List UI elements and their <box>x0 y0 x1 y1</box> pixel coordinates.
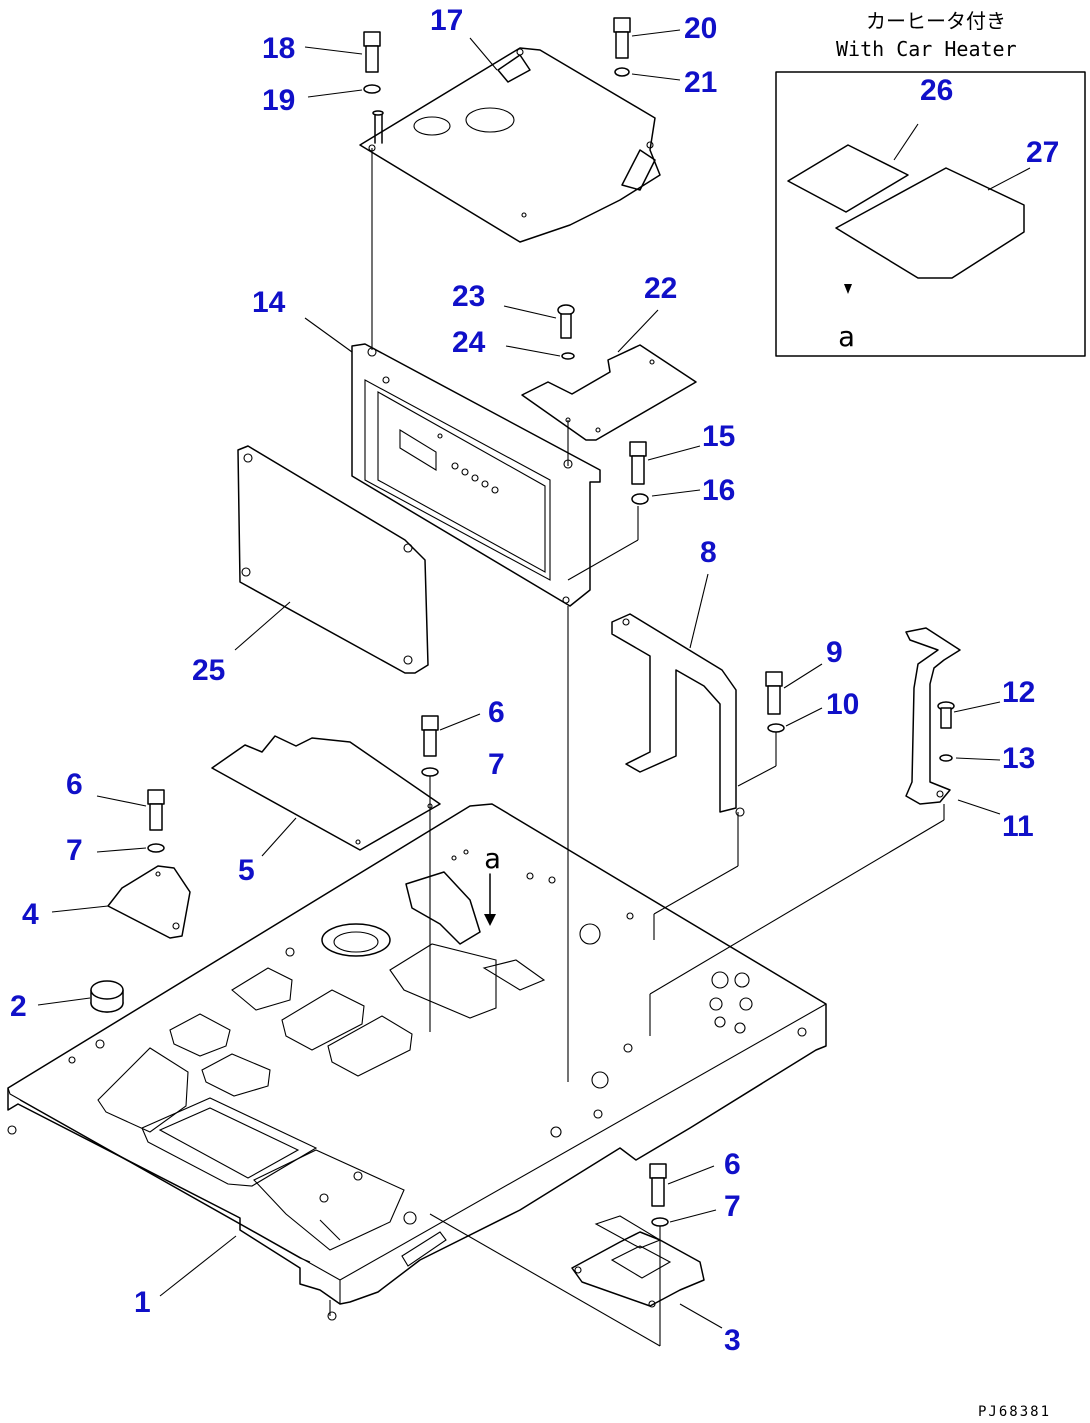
part-20-bolt <box>613 17 681 59</box>
callout-2: 2 <box>10 990 27 1023</box>
callout-15: 15 <box>702 420 735 453</box>
callout-4: 4 <box>22 898 39 931</box>
callout-27: 27 <box>1026 136 1059 169</box>
callout-22: 22 <box>644 272 677 305</box>
part-26-mat <box>787 144 909 213</box>
callout-7-bottom: 7 <box>724 1190 741 1223</box>
callout-25: 25 <box>192 654 225 687</box>
callout-13: 13 <box>1002 742 1035 775</box>
callout-10: 10 <box>826 688 859 721</box>
callout-21: 21 <box>684 66 717 99</box>
part-22-plate <box>521 309 697 441</box>
part-9-bolt <box>765 663 823 715</box>
part-6-bolt-left <box>96 789 165 831</box>
callout-20: 20 <box>684 12 717 45</box>
callout-9: 9 <box>826 636 843 669</box>
part-8-bracket <box>611 573 745 817</box>
callout-7-left: 7 <box>66 834 83 867</box>
callout-6-left: 6 <box>66 768 83 801</box>
callout-6-center: 6 <box>488 696 505 729</box>
part-25-side-panel <box>234 445 429 674</box>
part-24-washer <box>505 345 575 360</box>
part-6-bolt-center <box>421 713 481 757</box>
drawing-code: PJ68381 <box>978 1404 1051 1420</box>
part-12-bolt <box>937 701 1001 729</box>
callout-3: 3 <box>724 1324 741 1357</box>
inset-view-label: a <box>838 320 855 353</box>
callout-6-bottom: 6 <box>724 1148 741 1181</box>
part-5-plate <box>211 735 441 857</box>
assembly-center-lines <box>371 148 945 1347</box>
callout-24: 24 <box>452 326 486 359</box>
callout-19: 19 <box>262 84 295 117</box>
view-arrow <box>844 284 852 294</box>
part-7-washer-left <box>96 843 165 853</box>
part-2-cap <box>37 980 124 1013</box>
callout-labels: 1 2 3 4 5 6 6 6 7 7 7 8 9 10 11 12 13 14… <box>10 4 1059 1357</box>
part-21-washer <box>614 67 681 81</box>
callout-11: 11 <box>1002 810 1034 843</box>
callout-18: 18 <box>262 32 295 65</box>
part-17-top-cover <box>359 37 661 243</box>
part-23-bolt <box>503 304 575 339</box>
inset-title-jp: カーヒータ付き <box>866 9 1006 33</box>
part-3-bracket <box>571 1215 723 1329</box>
callout-7-center: 7 <box>488 748 505 781</box>
callout-16: 16 <box>702 474 735 507</box>
part-1-floor-frame: a <box>7 803 827 1321</box>
callout-26: 26 <box>920 74 953 107</box>
part-7-washer-center <box>421 767 439 777</box>
callout-14: 14 <box>252 286 286 319</box>
inset-title-en: With Car Heater <box>836 37 1017 61</box>
callout-23: 23 <box>452 280 485 313</box>
part-7-washer-bottom <box>651 1209 717 1227</box>
callout-5: 5 <box>238 854 255 887</box>
part-10-washer <box>767 707 823 733</box>
car-heater-inset: カーヒータ付き With Car Heater a <box>775 9 1086 357</box>
callout-1: 1 <box>134 1286 151 1319</box>
part-14-console-box <box>304 317 601 607</box>
part-6-bolt-bottom <box>649 1163 715 1207</box>
part-16-washer <box>631 489 701 505</box>
callout-17: 17 <box>430 4 463 37</box>
view-a-mark: a <box>484 842 501 875</box>
part-18-bolt <box>304 31 381 73</box>
part-4-plate <box>51 865 191 939</box>
part-11-bracket <box>905 627 1001 815</box>
callout-12: 12 <box>1002 676 1035 709</box>
part-19-washer <box>307 84 381 98</box>
part-13-washer <box>939 754 1001 762</box>
part-15-bolt <box>629 441 701 485</box>
callout-8: 8 <box>700 536 717 569</box>
part-27-mat <box>835 167 1025 279</box>
